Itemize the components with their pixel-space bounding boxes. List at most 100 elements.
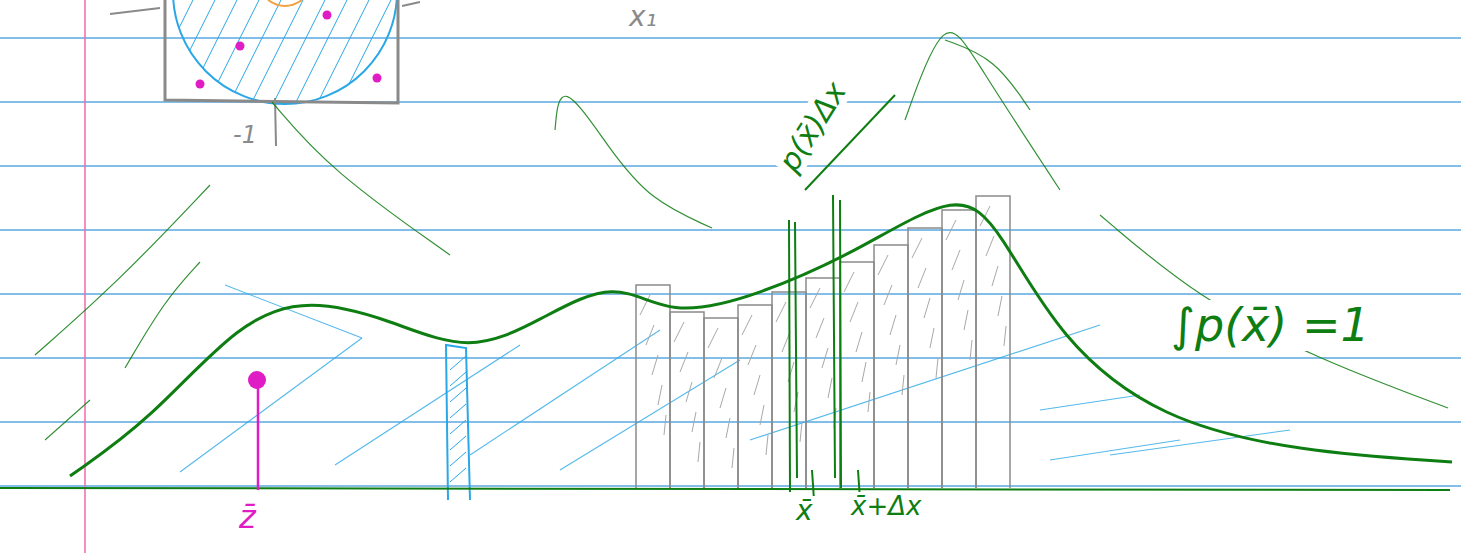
sample-point [248, 371, 266, 389]
strip-hatch [856, 332, 862, 352]
strip-hatch [986, 236, 994, 256]
x-axis [0, 488, 1450, 490]
area-annotation: p(x̄)Δx [771, 73, 854, 179]
hatch-line [424, 0, 484, 110]
thin-strip-hatch [450, 356, 466, 370]
strip-hatch [742, 315, 752, 335]
strip-hatch [748, 345, 756, 365]
strip-hatch [658, 385, 662, 405]
strip-hatch [884, 285, 892, 305]
strip-hatch [878, 255, 888, 275]
density-curve [70, 205, 1452, 476]
axis-label-holder: x̄ [793, 496, 816, 527]
shading-strokes [180, 285, 1290, 472]
square-outline [165, 0, 398, 103]
strip-hatch [850, 302, 858, 322]
strip-hatch [652, 355, 658, 375]
thin-strip-hatch [450, 452, 466, 466]
thin-strip-hatch [450, 388, 466, 402]
strip-hatch [766, 435, 768, 455]
strip-hatch [964, 310, 968, 330]
sample-dot [373, 74, 382, 83]
strip-hatch [912, 238, 922, 258]
strip-hatch [868, 392, 870, 412]
thin-strip-hatch [450, 372, 466, 386]
strip-hatch [720, 388, 726, 408]
strip-hatch [698, 442, 700, 462]
hatch-line [94, 0, 154, 110]
normalization-note-holder: ∫p(x̄) =1 [1168, 300, 1373, 351]
sketch-curve [945, 40, 1030, 110]
sketch-curve [272, 102, 450, 255]
riemann-strips [636, 196, 1010, 488]
margin-line [84, 0, 86, 553]
riemann-strip [976, 196, 1010, 488]
normalization-note: ∫p(x̄) =1 [1168, 300, 1373, 351]
riemann-strip [942, 210, 976, 488]
unit-circle [173, 0, 397, 104]
sample-dot [196, 80, 205, 89]
sample-stem [257, 382, 260, 490]
strip-hatch [828, 378, 832, 398]
strip-hatch [946, 220, 956, 240]
strip-hatch [714, 358, 722, 378]
axis-stub [110, 2, 420, 14]
strip-hatch [958, 280, 964, 300]
strip-hatch [952, 250, 960, 270]
strip-hatch [646, 325, 654, 345]
strip-hatch [844, 272, 854, 292]
sketch-curve [125, 262, 200, 368]
sketch-curve [35, 185, 210, 355]
strip-hatch [760, 405, 764, 425]
strip-hatch [732, 448, 734, 468]
strip-hatch [822, 348, 828, 368]
ruled-line [0, 293, 1461, 294]
thin-strip-hatch [450, 468, 466, 482]
strip-hatch [902, 375, 904, 395]
strip-hatch [970, 340, 972, 360]
sample-dot [323, 11, 332, 20]
sketch-curve [555, 96, 712, 228]
strip-hatch [664, 415, 666, 435]
hatch-line [358, 0, 418, 110]
strip-hatch [800, 422, 802, 442]
strip-hatch [918, 268, 926, 288]
hatch-line [314, 0, 374, 110]
ruled-line [0, 357, 1461, 358]
strip-hatch [998, 296, 1002, 316]
hatch-line [336, 0, 396, 110]
axis-label-holder: x̄+Δx [848, 492, 924, 521]
axis-label: x̄ [793, 496, 816, 527]
strip-hatch [896, 345, 900, 365]
axis-label: x̄+Δx [848, 492, 924, 521]
thin-strip-hatch [450, 404, 466, 418]
shading-stroke [1050, 440, 1180, 460]
sample-dots [196, 11, 382, 89]
hatch-line [72, 0, 132, 110]
ruled-line [0, 165, 1461, 166]
circle-hatching [72, 0, 506, 110]
hatch-line [182, 0, 242, 110]
strip-hatch [754, 375, 760, 395]
hatch-line [204, 0, 264, 110]
hatch-line [160, 0, 220, 110]
shading-stroke [750, 325, 1100, 440]
riemann-strip [670, 312, 704, 488]
strip-hatch [692, 412, 696, 432]
thin-strip-hatch [450, 420, 466, 434]
tick-label: -1 [230, 122, 260, 148]
sketch-curve [1100, 215, 1448, 408]
area-annotation-holder: p(x̄)Δx [771, 73, 854, 179]
strip-hatch [810, 288, 820, 308]
sample-label-holder: z̄ [236, 500, 259, 535]
shading-stroke [1040, 395, 1140, 410]
riemann-strip [636, 285, 670, 488]
sketch-curve [45, 400, 90, 440]
thin-strip [446, 345, 470, 500]
sketch-curve [905, 32, 1060, 190]
hatch-line [116, 0, 176, 110]
thin-strip-hatch [450, 436, 466, 450]
hatch-line [446, 0, 506, 110]
